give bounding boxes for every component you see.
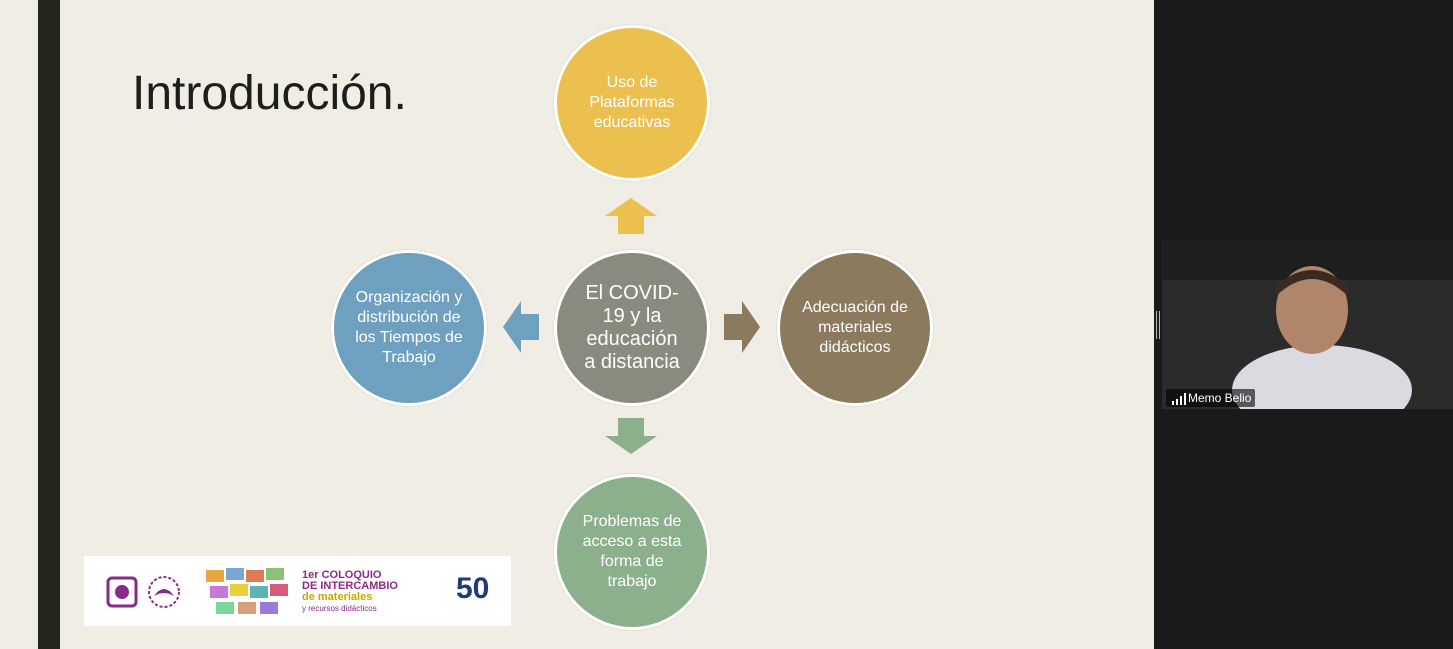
- participant-name-label: Memo Belio: [1188, 391, 1252, 405]
- arrow-up-icon: [605, 198, 657, 234]
- resize-handle-icon[interactable]: [1156, 311, 1160, 339]
- circle-top-label: Uso de Plataformas educativas: [589, 74, 675, 131]
- slide-title: Introducción.: [132, 67, 407, 120]
- colloquium-logo-text: 1er COLOQUIO DE INTERCAMBIO de materiale…: [302, 569, 398, 614]
- faculty-seal-icon: [148, 576, 180, 608]
- circle-right-label: Adecuación de materiales didácticos: [802, 299, 908, 356]
- left-margin: [0, 0, 38, 649]
- signal-bars-icon: [1172, 393, 1186, 405]
- circle-center-label: El COVID- 19 y la educación a distancia: [584, 282, 680, 373]
- circle-bottom: Problemas de acceso a esta forma de trab…: [554, 474, 710, 630]
- circle-right: Adecuación de materiales didácticos: [777, 250, 933, 406]
- event-logo-bar: 1er COLOQUIO DE INTERCAMBIO de materiale…: [84, 556, 511, 626]
- circle-top: Uso de Plataformas educativas: [554, 25, 710, 181]
- anniversary-50-logo: 50: [456, 572, 490, 605]
- arrow-right-icon: [724, 301, 760, 353]
- unam-seal-icon: [106, 576, 138, 608]
- participant-name-tag: Memo Belio: [1166, 389, 1256, 407]
- slide-border: [38, 0, 60, 649]
- arrow-left-icon: [503, 301, 539, 353]
- shared-slide: Introducción. Uso de Plataformas educati…: [60, 0, 1154, 649]
- participant-video-feed: [1162, 240, 1453, 409]
- circle-left: Organización y distribución de los Tiemp…: [331, 250, 487, 406]
- collage-icon: [206, 568, 288, 614]
- circle-center: El COVID- 19 y la educación a distancia: [554, 250, 710, 406]
- participant-video-tile[interactable]: Memo Belio: [1162, 240, 1453, 409]
- arrow-down-icon: [605, 418, 657, 454]
- circle-bottom-label: Problemas de acceso a esta forma de trab…: [582, 513, 682, 590]
- circle-left-label: Organización y distribución de los Tiemp…: [355, 289, 463, 366]
